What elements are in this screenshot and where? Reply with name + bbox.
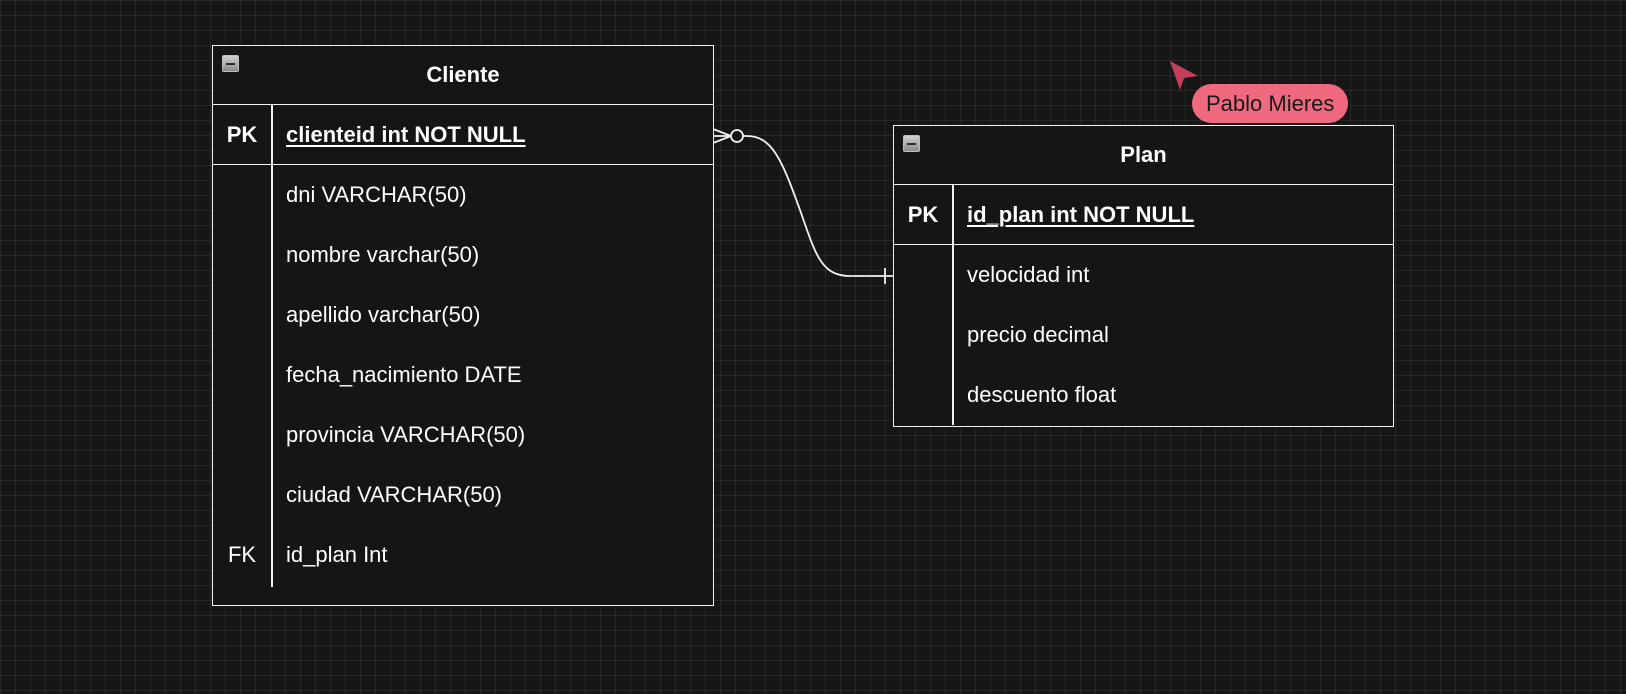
attribute-row[interactable]: ciudad VARCHAR(50) (213, 465, 713, 525)
field-name: descuento float (967, 382, 1117, 407)
entity-plan[interactable]: Plan PK id_plan int NOT NULL velocidad i… (893, 125, 1394, 427)
foreign-key-row[interactable]: FK id_plan Int (213, 525, 713, 585)
field-name: clienteid int NOT NULL (286, 121, 526, 147)
column-divider (952, 185, 954, 425)
collaborator-name-badge: Pablo Mieres (1192, 84, 1349, 123)
field-name: apellido varchar(50) (286, 302, 481, 327)
attribute-row[interactable]: precio decimal (894, 305, 1393, 365)
entity-header[interactable]: Plan (894, 126, 1393, 185)
field-name: velocidad int (967, 262, 1090, 287)
crows-foot-lower (712, 135, 732, 144)
field-name: fecha_nacimiento DATE (286, 362, 522, 387)
attribute-row[interactable]: provincia VARCHAR(50) (213, 405, 713, 465)
entity-cliente[interactable]: Cliente PK clienteid int NOT NULL dni VA… (212, 45, 714, 606)
primary-key-row[interactable]: PK clienteid int NOT NULL (213, 105, 713, 165)
attribute-row[interactable]: descuento float (894, 365, 1393, 425)
field-name: dni VARCHAR(50) (286, 182, 467, 207)
key-label: FK (227, 542, 257, 567)
entity-header[interactable]: Cliente (213, 46, 713, 105)
optional-circle (730, 129, 744, 143)
collapse-icon[interactable] (222, 55, 239, 72)
field-name: provincia VARCHAR(50) (286, 422, 526, 447)
attribute-row[interactable]: nombre varchar(50) (213, 225, 713, 285)
entity-title: Plan (1120, 142, 1167, 167)
crows-foot-upper (712, 128, 732, 137)
key-label: PK (907, 201, 939, 227)
collapse-icon[interactable] (903, 135, 920, 152)
field-name: precio decimal (967, 322, 1109, 347)
field-name: ciudad VARCHAR(50) (286, 482, 503, 507)
entity-title: Cliente (426, 62, 500, 87)
field-name: nombre varchar(50) (286, 242, 480, 267)
relationship-line (737, 135, 893, 277)
primary-key-row[interactable]: PK id_plan int NOT NULL (894, 185, 1393, 245)
attribute-row[interactable]: velocidad int (894, 245, 1393, 305)
collaborator-cursor-icon (1170, 61, 1198, 90)
column-divider (271, 105, 273, 587)
attribute-row[interactable]: dni VARCHAR(50) (213, 165, 713, 225)
field-name: id_plan Int (286, 542, 388, 567)
key-label: PK (226, 121, 258, 147)
attribute-row[interactable]: apellido varchar(50) (213, 285, 713, 345)
field-name: id_plan int NOT NULL (967, 201, 1195, 227)
attribute-row[interactable]: fecha_nacimiento DATE (213, 345, 713, 405)
